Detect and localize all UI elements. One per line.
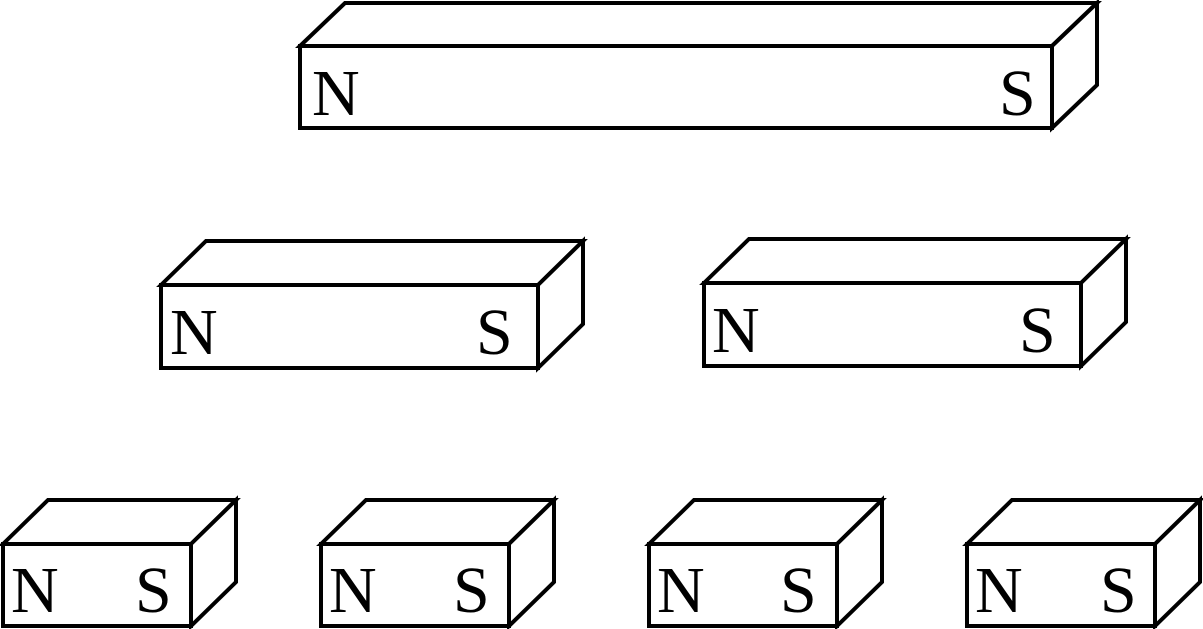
magnet-front-face — [965, 542, 1157, 628]
south-pole-label: S — [1019, 294, 1056, 367]
south-pole-label: S — [476, 296, 513, 369]
magnet-front-face — [702, 281, 1083, 368]
north-pole-label: N — [11, 554, 59, 627]
north-pole-label: N — [170, 296, 218, 369]
south-pole-label: S — [135, 554, 172, 627]
magnet-medium-left: N S — [156, 236, 588, 373]
magnet-top-face — [156, 239, 588, 287]
south-pole-label: S — [1100, 554, 1137, 627]
magnet-top-face — [699, 237, 1131, 285]
magnet-short-3: N S — [644, 495, 887, 629]
magnet-front-face — [1, 542, 193, 628]
magnet-front-face — [319, 542, 511, 628]
magnet-short-2: N S — [316, 495, 559, 629]
magnet-short-4: N S — [962, 495, 1203, 629]
magnet-short-1: N S — [0, 495, 241, 629]
magnet-front-face — [647, 542, 839, 628]
north-pole-label: N — [657, 554, 705, 627]
north-pole-label: N — [975, 554, 1023, 627]
magnet-top-face — [295, 0, 1102, 48]
magnet-long: N S — [295, 0, 1102, 133]
north-pole-label: N — [312, 57, 360, 130]
magnet-front-face — [298, 44, 1054, 130]
magnet-front-face — [159, 283, 540, 370]
south-pole-label: S — [999, 57, 1036, 130]
magnet-medium-right: N S — [699, 234, 1131, 371]
south-pole-label: S — [453, 554, 490, 627]
south-pole-label: S — [780, 554, 817, 627]
north-pole-label: N — [712, 294, 760, 367]
north-pole-label: N — [329, 554, 377, 627]
